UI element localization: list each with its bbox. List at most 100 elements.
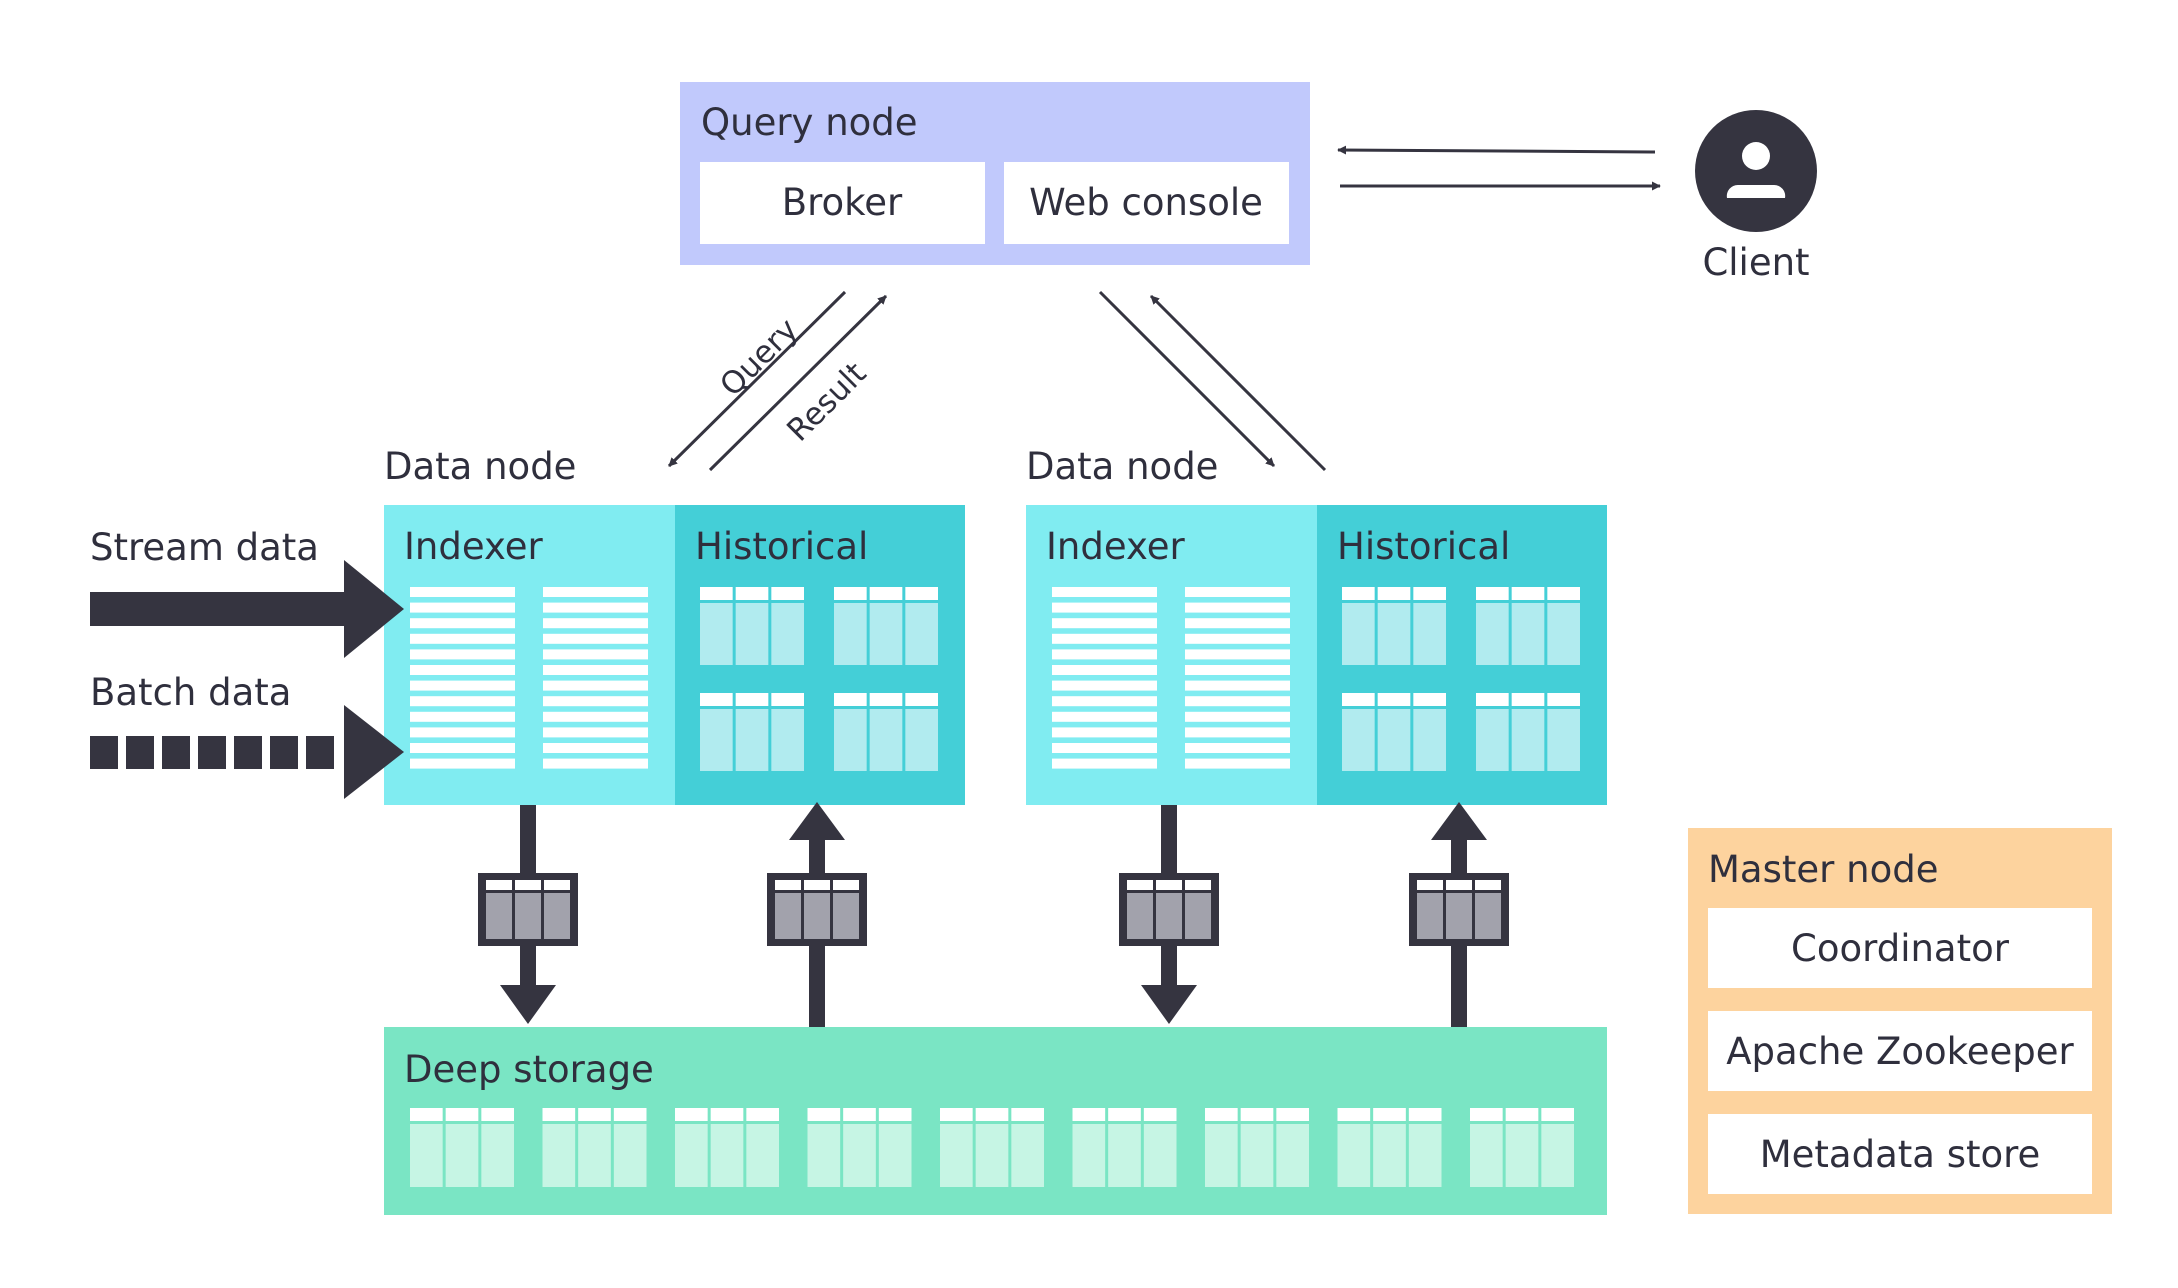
- index-row: [410, 680, 515, 691]
- index-row: [543, 696, 648, 707]
- indexer-1-rows: [410, 587, 648, 769]
- index-row: [1052, 758, 1157, 769]
- index-row: [410, 711, 515, 722]
- historical-2-segments: [1342, 587, 1580, 771]
- index-row: [410, 587, 515, 597]
- data-node-2-title: Data node: [1026, 445, 1218, 488]
- segment-icon: [940, 1108, 1044, 1187]
- segment-icon: [1470, 1108, 1574, 1187]
- index-row: [1185, 665, 1290, 675]
- metadata-store-label: Metadata store: [1760, 1133, 2041, 1176]
- data-node-1-title: Data node: [384, 445, 576, 488]
- index-row: [543, 633, 648, 644]
- query-arrow-right: [1098, 290, 1276, 468]
- query-node: Query node Broker Web console: [680, 82, 1310, 265]
- index-row: [1185, 696, 1290, 707]
- segment-icon: [1476, 693, 1580, 771]
- index-row: [1185, 743, 1290, 753]
- index-row: [543, 587, 648, 597]
- index-row: [1185, 602, 1290, 613]
- index-row: [1052, 743, 1157, 753]
- index-row: [1185, 649, 1290, 660]
- query-node-title: Query node: [701, 101, 918, 144]
- segment-icon: [486, 880, 570, 939]
- deep-storage-label: Deep storage: [404, 1048, 654, 1091]
- segment-icon: [700, 587, 804, 665]
- index-row: [543, 711, 648, 722]
- zookeeper-box: Apache Zookeeper: [1708, 1011, 2092, 1091]
- web-console-box: Web console: [1004, 162, 1289, 244]
- load-arrow: [1409, 802, 1509, 1027]
- index-row: [1052, 665, 1157, 675]
- deep-storage-segments: [410, 1108, 1574, 1187]
- index-row: [1052, 711, 1157, 722]
- index-row: [543, 649, 648, 660]
- result-arrow-left: [708, 294, 888, 472]
- segment-icon: [675, 1108, 779, 1187]
- stream-data-arrow: [90, 560, 404, 658]
- segment-icon: [807, 1108, 912, 1187]
- metadata-store-box: Metadata store: [1708, 1114, 2092, 1194]
- index-row: [1052, 587, 1157, 597]
- segment-icon: [1417, 880, 1501, 939]
- index-row: [410, 665, 515, 675]
- index-row: [543, 727, 648, 738]
- index-row: [1185, 633, 1290, 644]
- segment-icon: [1072, 1108, 1177, 1187]
- index-row: [410, 618, 515, 629]
- index-row: [1052, 696, 1157, 707]
- historical-2-label: Historical: [1337, 525, 1510, 568]
- client-label: Client: [1702, 241, 1809, 284]
- client-user-icon: [1695, 110, 1817, 232]
- segment-icon: [410, 1108, 514, 1187]
- index-row: [1052, 633, 1157, 644]
- query-arrow-left: [667, 290, 847, 468]
- index-row: [1185, 618, 1290, 629]
- data-node-1: Indexer Historical: [384, 505, 965, 805]
- index-row: [1185, 587, 1290, 597]
- transfer-arrows: [478, 802, 1509, 1027]
- coordinator-box: Coordinator: [1708, 908, 2092, 988]
- segment-icon: [834, 693, 938, 771]
- index-row: [1052, 727, 1157, 738]
- index-row: [1052, 602, 1157, 613]
- index-row: [1052, 680, 1157, 691]
- deep-storage: Deep storage: [384, 1027, 1607, 1215]
- client: Client: [1695, 110, 1817, 284]
- index-row: [410, 743, 515, 753]
- segment-icon: [1476, 587, 1580, 665]
- coordinator-label: Coordinator: [1791, 927, 2010, 970]
- segment-icon: [775, 880, 859, 939]
- index-row: [543, 758, 648, 769]
- index-row: [543, 680, 648, 691]
- segment-icon: [700, 693, 804, 771]
- index-row: [410, 727, 515, 738]
- index-row: [410, 758, 515, 769]
- segment-icon: [834, 587, 938, 665]
- stream-data-label: Stream data: [90, 526, 319, 569]
- index-row: [410, 602, 515, 613]
- web-console-label: Web console: [1029, 181, 1263, 224]
- index-row: [1052, 649, 1157, 660]
- segment-icon: [1127, 880, 1211, 939]
- segment-icon: [1337, 1108, 1442, 1187]
- segment-icon: [1205, 1108, 1309, 1187]
- data-node-2: Indexer Historical: [1026, 505, 1607, 805]
- segment-icon: [1342, 587, 1446, 665]
- index-row: [410, 633, 515, 644]
- index-row: [543, 743, 648, 753]
- indexer-2-label: Indexer: [1046, 525, 1185, 568]
- index-row: [1185, 758, 1290, 769]
- zookeeper-label: Apache Zookeeper: [1726, 1030, 2074, 1073]
- index-row: [1185, 680, 1290, 691]
- index-row: [1185, 711, 1290, 722]
- publish-arrow: [478, 805, 578, 1024]
- indexer-2-rows: [1052, 587, 1290, 769]
- result-link-label: Result: [780, 355, 873, 448]
- publish-arrow: [1119, 805, 1219, 1024]
- index-row: [410, 696, 515, 707]
- index-row: [410, 649, 515, 660]
- broker-label: Broker: [782, 181, 903, 224]
- indexer-1-label: Indexer: [404, 525, 543, 568]
